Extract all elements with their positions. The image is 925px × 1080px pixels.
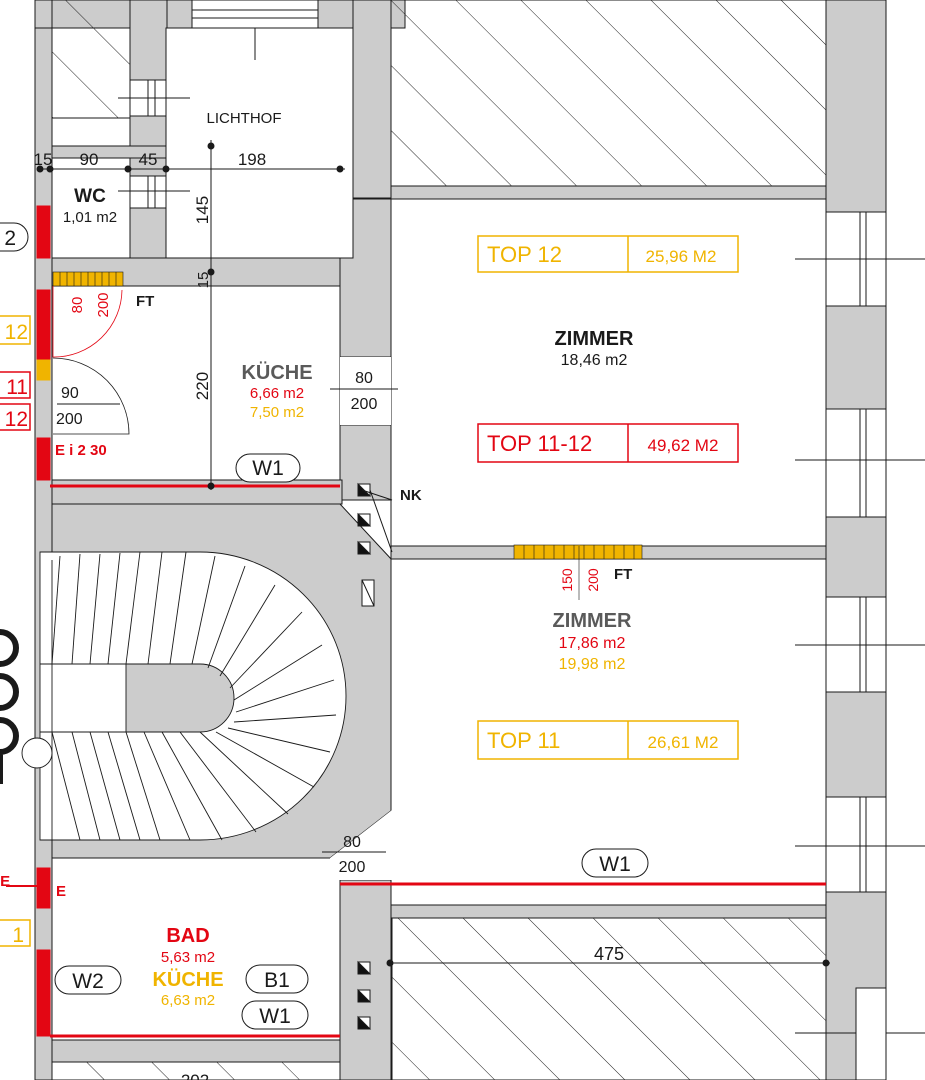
dim-475: 475 (594, 944, 624, 964)
fire-doors (52, 271, 643, 560)
lichthof-label: LICHTHOF (207, 110, 282, 127)
bad-label: BAD (166, 925, 209, 947)
zimmer-mid-area-red: 17,86 m2 (559, 635, 626, 652)
kueche-room (51, 285, 341, 481)
top11-12-label: TOP 11-12 (487, 431, 592, 456)
wc-room (51, 157, 131, 259)
lichthof-area (165, 27, 354, 259)
wc-area: 1,01 m2 (63, 209, 117, 226)
kueche-label: KÜCHE (241, 361, 312, 384)
dim-15a: 15 (34, 150, 53, 169)
dim-202: 202 (181, 1071, 209, 1080)
w1-tag-kueche: W1 (252, 457, 284, 480)
dim-80-bad: 80 (343, 834, 361, 851)
w2-tag: W2 (72, 970, 104, 993)
fire-walls (6, 205, 826, 1038)
top11-12-area: 49,62 M2 (648, 436, 719, 455)
bad-kueche-area: 6,63 m2 (161, 992, 215, 1009)
door-swing (52, 357, 130, 435)
zimmer-mid-label: ZIMMER (553, 610, 632, 632)
ft-tag-zimmer: FT (614, 566, 632, 583)
door-opening (340, 357, 391, 425)
fire-rating-label: E i 2 30 (55, 442, 107, 459)
left-label-12-red: 12 (5, 408, 28, 431)
ft-tag-wc: FT (136, 293, 154, 310)
left-box-12-yellow (0, 315, 31, 345)
left-box-1-yellow (0, 919, 31, 947)
dim-150-door: 150 (559, 568, 575, 592)
tag-ovals (0, 222, 649, 1030)
e-tag: E (56, 883, 66, 900)
left-label-12-yellow: 12 (5, 321, 28, 344)
dim-200-door2: 200 (56, 411, 83, 428)
dim-145: 145 (193, 196, 212, 224)
staircase (21, 551, 347, 841)
dim-200-door: 200 (95, 292, 112, 317)
b1-tag: B1 (264, 969, 290, 992)
top11-box (477, 720, 739, 760)
w1-tag-zimmer: W1 (599, 853, 631, 876)
dim-90: 90 (80, 150, 99, 169)
w1-tag-bad: W1 (259, 1005, 291, 1028)
bad-kueche-label: KÜCHE (152, 968, 223, 991)
kueche-area-red: 6,66 m2 (250, 385, 304, 402)
ie-tag: IE (0, 873, 10, 890)
top11-12-box (477, 423, 739, 463)
top12-box (477, 235, 739, 273)
dimension-lines (36, 140, 830, 967)
dim-220: 220 (193, 372, 212, 400)
zimmer-mid-area-yellow: 19,98 m2 (559, 656, 626, 673)
dim-45: 45 (139, 150, 158, 169)
ducts (118, 79, 190, 209)
kueche-area-yellow: 7,50 m2 (250, 404, 304, 421)
wc-label: WC (74, 186, 106, 207)
zimmer-top-area: 18,46 m2 (561, 352, 628, 369)
dim-200-bad: 200 (339, 859, 366, 876)
dim-198: 198 (238, 150, 266, 169)
left-label-11-red: 11 (6, 376, 28, 399)
left-tag-2: 2 (4, 227, 16, 250)
top11-area: 26,61 M2 (648, 733, 719, 752)
shaft-symbols (357, 482, 393, 1030)
top12-label: TOP 12 (487, 242, 562, 267)
left-edge-lettering (0, 629, 19, 784)
dim-80-opening: 80 (355, 370, 373, 387)
left-box-11-red (0, 371, 31, 399)
dim-80-door: 80 (69, 297, 86, 314)
door-swing-red (52, 286, 123, 358)
lichthof-window (191, 0, 319, 29)
zimmer-top-room (390, 198, 827, 547)
hatched-structures (51, 0, 827, 1080)
windows-right (795, 211, 925, 1080)
zimmer-top-label: ZIMMER (555, 328, 634, 350)
zimmer-mid-room (390, 558, 827, 906)
bad-area: 5,63 m2 (161, 949, 215, 966)
top11-label: TOP 11 (487, 728, 560, 753)
dim-90-door: 90 (61, 385, 79, 402)
dim-15b: 15 (195, 272, 212, 289)
left-box-12-red (0, 403, 31, 431)
nk-tag: NK (400, 487, 422, 504)
top12-area: 25,96 M2 (646, 247, 717, 266)
left-label-1-yellow: 1 (12, 924, 24, 947)
dim-200-door3: 200 (585, 568, 601, 592)
dim-200-opening: 200 (351, 396, 378, 413)
